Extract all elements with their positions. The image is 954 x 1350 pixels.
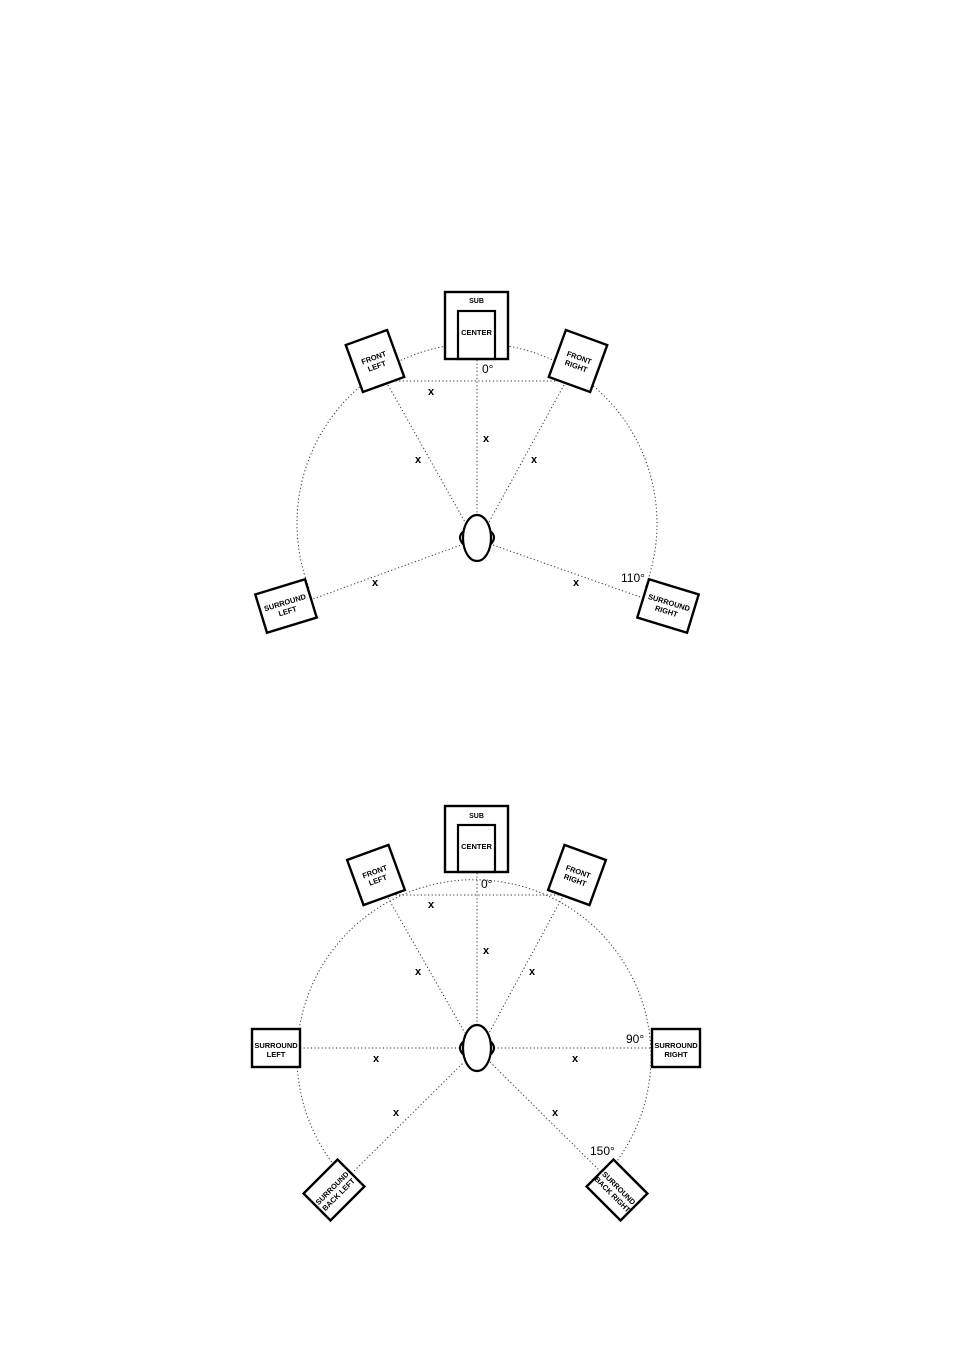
angle-label-surround: 90°: [626, 1032, 644, 1046]
distance-marker: x: [373, 1053, 380, 1065]
front-left-line: [387, 897, 466, 1034]
front-left-speaker: FRONT LEFT: [345, 843, 407, 907]
distance-marker: x: [483, 945, 490, 957]
distance-marker: x: [393, 1107, 400, 1119]
distance-marker: x: [415, 966, 422, 978]
center-speaker: CENTER: [456, 309, 497, 361]
distance-marker: x: [483, 433, 490, 445]
front-right-speaker: FRONT RIGHT: [546, 843, 608, 907]
listening-arc: [296, 342, 658, 589]
subwoofer-label: SUB: [469, 813, 484, 820]
distance-marker: x: [415, 454, 422, 466]
subwoofer-speaker: SUB: [443, 290, 510, 361]
angle-label-center: 0°: [482, 362, 494, 376]
center-label: CENTER: [461, 842, 492, 851]
front-right-line: [488, 897, 563, 1034]
front-right-speaker: FRONT RIGHT: [547, 328, 609, 394]
listener-head-icon: [458, 513, 496, 563]
center-label: CENTER: [461, 328, 492, 337]
distance-marker: x: [372, 577, 379, 589]
surround-left-speaker: SURROUND LEFT: [250, 1027, 302, 1069]
angle-label-center: 0°: [481, 877, 493, 891]
diagram-5-1: x x x x x x 0° 110° SUB CENTER FRONT LEF…: [253, 290, 701, 635]
distance-marker: x: [529, 966, 536, 978]
surround-left-label: SURROUND: [254, 1041, 298, 1050]
diagram-7-1: x x x x x x x x 0° 90° 150° SUB CENTER F…: [250, 804, 702, 1223]
surround-right-label: RIGHT: [664, 1050, 688, 1059]
front-left-line: [387, 384, 466, 523]
surround-right-label: SURROUND: [654, 1041, 698, 1050]
surround-back-left-line: [348, 1061, 465, 1177]
subwoofer-label: SUB: [469, 298, 484, 305]
surround-left-label: LEFT: [267, 1050, 286, 1059]
center-speaker: CENTER: [456, 823, 497, 874]
distance-marker: x: [572, 1053, 579, 1065]
distance-marker: x: [428, 386, 435, 398]
distance-marker: x: [531, 454, 538, 466]
surround-left-line: [309, 544, 462, 601]
distance-marker: x: [552, 1107, 559, 1119]
surround-left-speaker: SURROUND LEFT: [253, 577, 319, 635]
listener-head-icon: [458, 1023, 496, 1073]
surround-right-line: [492, 544, 644, 599]
angle-label-surround-back: 150°: [590, 1144, 615, 1158]
angle-label-surround: 110°: [621, 571, 645, 585]
distance-marker: x: [428, 899, 435, 911]
surround-back-left-speaker: SURROUND BACK LEFT: [301, 1157, 367, 1223]
surround-right-speaker: SURROUND RIGHT: [635, 577, 701, 635]
surround-back-right-line: [489, 1061, 606, 1177]
front-left-speaker: FRONT LEFT: [344, 328, 406, 394]
surround-back-right-speaker: SURROUND BACK RIGHT: [584, 1157, 650, 1223]
front-right-line: [488, 384, 565, 523]
distance-marker: x: [573, 577, 580, 589]
subwoofer-speaker: SUB: [443, 804, 510, 874]
surround-right-speaker: SURROUND RIGHT: [650, 1027, 702, 1069]
